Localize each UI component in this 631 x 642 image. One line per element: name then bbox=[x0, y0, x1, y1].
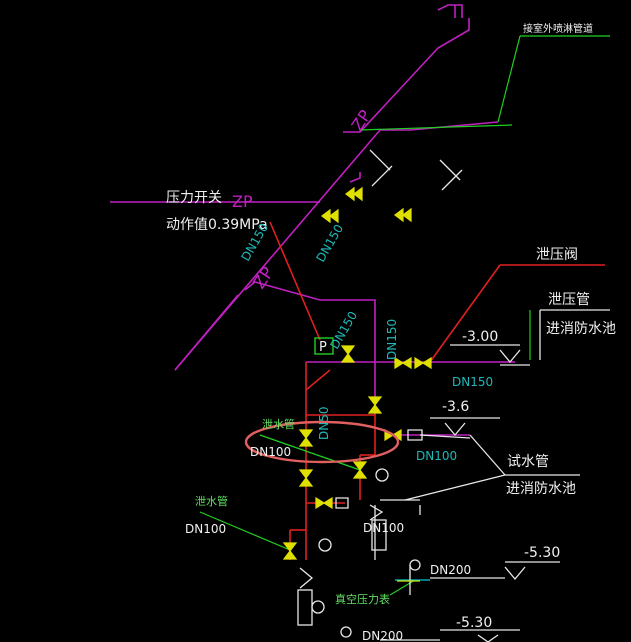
pipe-loop bbox=[244, 281, 376, 415]
valve-icon bbox=[414, 356, 432, 370]
label-relief-pipe: 泄压管 bbox=[548, 292, 590, 308]
elevation-3: -5.30 bbox=[524, 545, 560, 561]
valve-icon bbox=[345, 186, 363, 202]
elev-mark-2 bbox=[444, 422, 466, 437]
pipe-diagonal-dz bbox=[174, 121, 499, 371]
dim-dn150-c: DN150 bbox=[327, 309, 360, 352]
elev-mark-3 bbox=[504, 566, 526, 581]
main-pipes bbox=[110, 4, 515, 436]
valve-icon bbox=[340, 345, 356, 363]
pool-pipe-2 bbox=[419, 434, 471, 439]
label-to-pool-2: 进消防水池 bbox=[506, 481, 576, 497]
valve-icon bbox=[367, 396, 383, 414]
gauge-icon bbox=[311, 600, 325, 614]
gauge-icon bbox=[375, 468, 389, 482]
flex-joint-icon bbox=[369, 504, 384, 521]
pipe-top-bend bbox=[437, 4, 463, 18]
valve-icon bbox=[394, 356, 412, 370]
valves bbox=[282, 149, 463, 582]
label-drain-pipe-1: 泄水管 bbox=[195, 494, 228, 508]
pipe-top-diagonal bbox=[343, 18, 470, 133]
gauge-icon bbox=[409, 559, 421, 571]
gauge-icon bbox=[318, 538, 332, 552]
dim-dn100-d: DN100 bbox=[363, 521, 404, 535]
dim-dn100-a: DN100 bbox=[250, 445, 291, 459]
label-pressure-switch: 压力开关 bbox=[166, 190, 222, 206]
leader-pressure-switch bbox=[269, 221, 321, 341]
white-lines bbox=[374, 309, 610, 642]
elevation-2: -3.6 bbox=[442, 399, 469, 415]
label-zp-diag: ZP bbox=[250, 263, 279, 292]
leader-drain-2 bbox=[259, 434, 361, 471]
pressure-switch-box bbox=[314, 337, 334, 355]
test-pipe-leader-1 bbox=[469, 434, 506, 476]
elevation-4: -5.30 bbox=[456, 615, 492, 631]
leader-drain-1 bbox=[199, 511, 291, 551]
strainer-icon bbox=[407, 429, 423, 441]
test-pipe-leader-2 bbox=[404, 474, 506, 501]
flex-joint-icon bbox=[299, 567, 314, 589]
dim-dn150-e: DN150 bbox=[452, 375, 493, 389]
valve-icon bbox=[315, 496, 333, 510]
pump-icon bbox=[371, 519, 387, 551]
dim-dn200-a: DN200 bbox=[430, 563, 471, 577]
valve-icon bbox=[298, 429, 314, 447]
label-outdoor-sprinkler: 接室外喷淋管道 bbox=[523, 22, 593, 35]
break-mark bbox=[439, 159, 461, 181]
elevation-1: -3.00 bbox=[462, 329, 498, 345]
dim-dn100-b: DN100 bbox=[416, 449, 457, 463]
valve-icon bbox=[352, 461, 368, 479]
pipe-stub bbox=[349, 172, 361, 183]
dim-dn150-d: DN150 bbox=[385, 319, 399, 360]
valve-icon bbox=[298, 469, 314, 487]
valve-icon bbox=[394, 207, 412, 223]
leader-dz bbox=[359, 124, 513, 131]
gauge-icon bbox=[340, 626, 352, 638]
break-mark bbox=[371, 165, 393, 187]
riser-pipes bbox=[269, 221, 605, 560]
pipe-lower-diagonal bbox=[174, 294, 239, 371]
leader-top-right bbox=[497, 35, 521, 123]
break-mark bbox=[441, 169, 463, 191]
riser-diag bbox=[305, 369, 331, 391]
label-test-pipe: 试水管 bbox=[507, 454, 549, 470]
elev-mark-4 bbox=[477, 634, 499, 642]
pump-symbols bbox=[297, 468, 421, 638]
leader-vacuum bbox=[389, 579, 416, 596]
highlight-circle bbox=[244, 420, 400, 464]
pressure-switch-label: P bbox=[319, 340, 327, 355]
label-to-pool-1: 进消防水池 bbox=[546, 321, 616, 337]
label-zp-main: ZP bbox=[232, 192, 253, 211]
elev-mark-1 bbox=[499, 349, 521, 364]
valve-icon bbox=[282, 542, 298, 560]
valve-icon bbox=[321, 208, 339, 224]
label-vacuum-gauge: 真空压力表 bbox=[335, 592, 390, 606]
label-drain-pipe-2: 泄水管 bbox=[262, 417, 295, 431]
label-relief-valve: 泄压阀 bbox=[536, 247, 578, 263]
pump-icon bbox=[297, 589, 313, 626]
dim-dn150-b: DN150 bbox=[313, 222, 346, 265]
leaders bbox=[199, 35, 610, 596]
dim-dn100-c: DN100 bbox=[185, 522, 226, 536]
relief-diagonal bbox=[429, 264, 501, 363]
dim-dn50: DN50 bbox=[317, 407, 331, 441]
dim-dn200-b: DN200 bbox=[362, 629, 403, 642]
strainer-icon bbox=[335, 497, 349, 509]
break-mark bbox=[369, 149, 391, 171]
label-action-value: 动作值0.39MPa bbox=[166, 217, 268, 233]
